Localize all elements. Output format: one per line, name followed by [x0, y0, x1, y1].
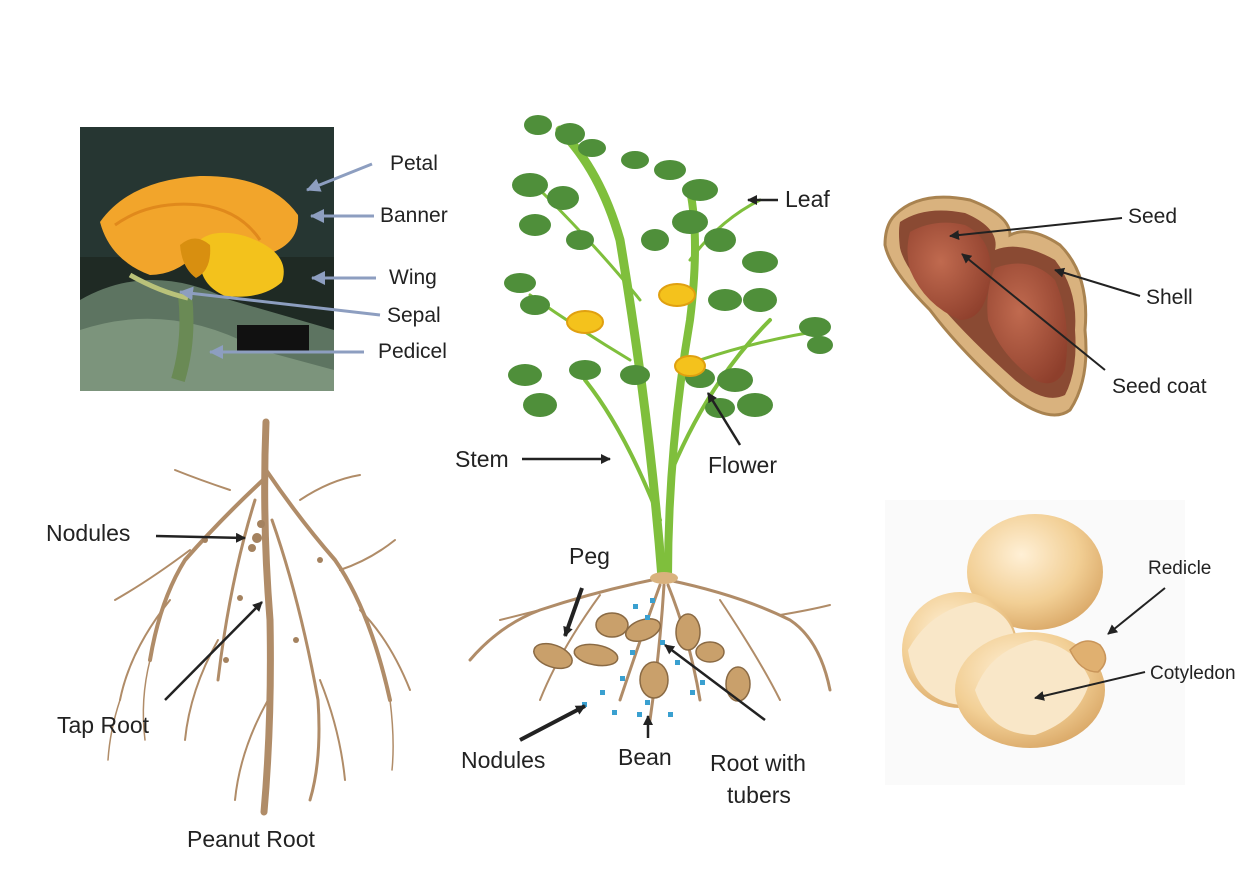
seed-label: Seed [1128, 206, 1177, 227]
seed-coat-label: Seed coat [1112, 376, 1207, 397]
tap-root-label: Tap Root [57, 714, 149, 737]
peanut-pod [885, 197, 1086, 415]
wing-label: Wing [389, 267, 437, 288]
redicle-label: Redicle [1148, 559, 1211, 578]
sepal-label: Sepal [387, 305, 441, 326]
peanut-root-label: Peanut Root [187, 828, 315, 851]
pedicel-label: Pedicel [378, 341, 447, 362]
plant-nodules-label: Nodules [461, 749, 545, 772]
peg-label: Peg [569, 545, 610, 568]
leaf-label: Leaf [785, 188, 830, 211]
root-system [108, 422, 410, 812]
peanut-kernels [885, 500, 1185, 785]
root-nodules-label: Nodules [46, 522, 130, 545]
banner-label: Banner [380, 205, 448, 226]
root-with-tubers-label-line1: Root with [710, 752, 806, 775]
root-arrows [156, 536, 262, 700]
shell-label: Shell [1146, 287, 1193, 308]
bean-label: Bean [618, 746, 672, 769]
root-with-tubers-label-line2: tubers [727, 784, 791, 807]
flower-label: Flower [708, 454, 777, 477]
stem-label: Stem [455, 448, 509, 471]
petal-label: Petal [390, 153, 438, 174]
cotyledon-label: Cotyledon [1150, 664, 1236, 683]
plant [470, 115, 833, 720]
